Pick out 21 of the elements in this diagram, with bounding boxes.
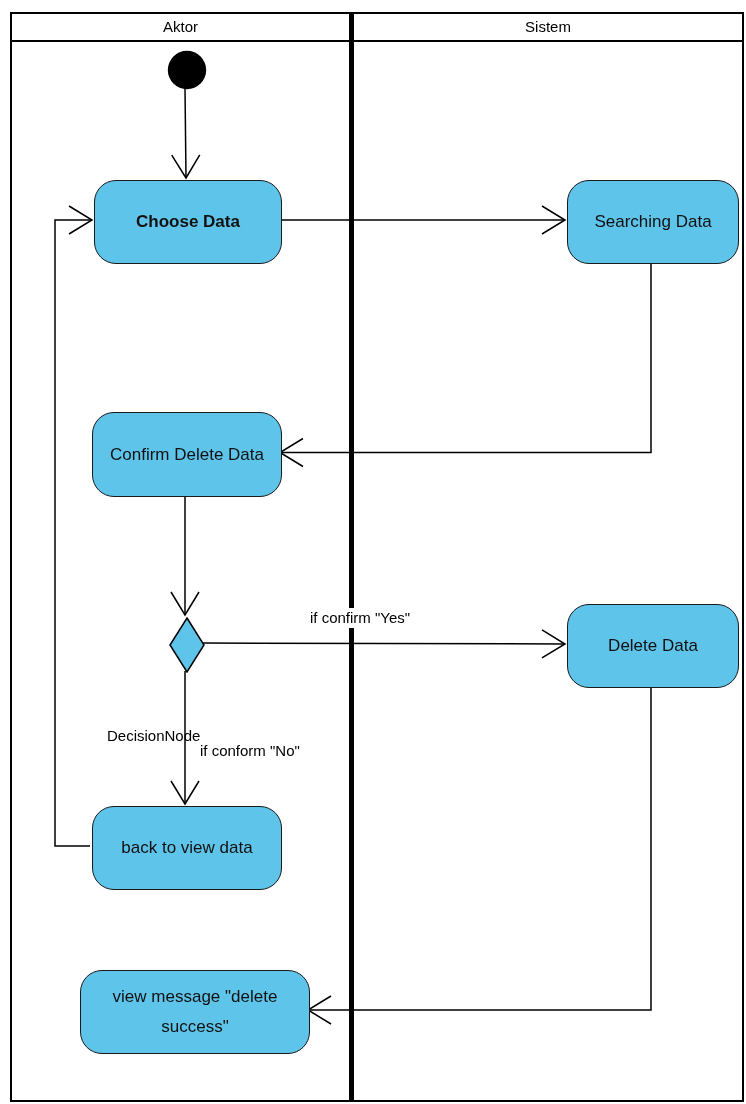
edge-label: if confirm "Yes" [310,608,411,628]
flow-arrow [171,87,201,179]
initial-node [167,50,207,90]
action-label: back to view data [121,837,253,859]
action-box [92,412,282,497]
action-label: Confirm Delete Data [110,443,264,466]
action-box [80,970,310,1054]
flow-arrow [170,670,200,805]
action-label: Choose Data [136,211,240,233]
flow-arrow [202,629,566,659]
action-label: Searching Data [594,211,712,233]
action-box [567,604,739,688]
action-box [92,806,282,890]
flow-arrow [54,205,93,847]
action-box [567,180,739,264]
lane-header: Sistem [525,16,571,37]
decision-diamond [169,617,205,673]
lane-header: Aktor [163,16,198,37]
action-label: Delete Data [608,635,698,657]
action-label: view message "delete success" [111,986,279,1038]
action-box [94,180,282,264]
